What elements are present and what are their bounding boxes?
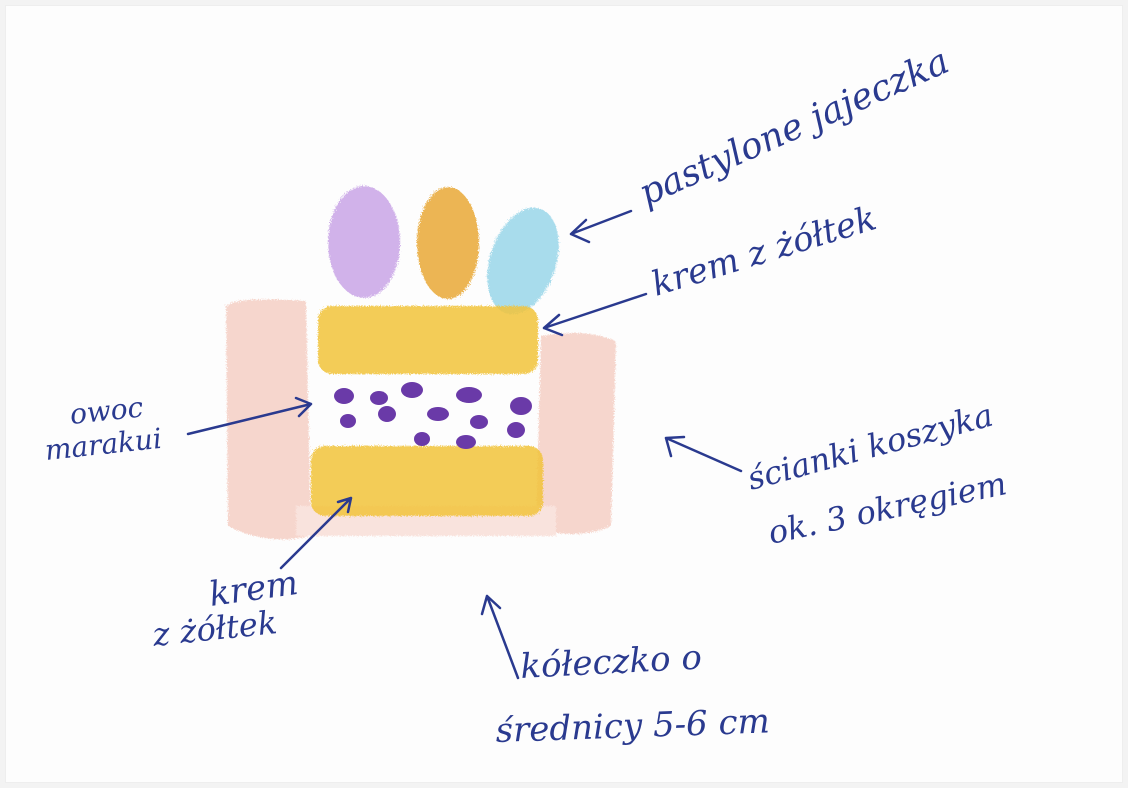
arrow-walls xyxy=(666,437,741,471)
seed xyxy=(470,415,488,429)
seed xyxy=(340,414,356,428)
seed xyxy=(334,388,354,404)
seed xyxy=(370,391,388,405)
seed xyxy=(427,407,449,421)
egg-group xyxy=(328,186,571,324)
seed xyxy=(414,432,430,446)
dessert-sketch: pastylone jajeczka krem z żółtek owoc ma… xyxy=(6,6,1122,782)
top-cream-layer xyxy=(318,306,538,374)
label-cream-top: krem z żółtek xyxy=(647,198,881,304)
label-cream-bottom-line2: z żółtek xyxy=(150,603,279,654)
orange-egg xyxy=(417,187,479,299)
label-base-line2: średnicy 5-6 cm xyxy=(495,701,770,751)
label-fruit-line2: marakui xyxy=(43,422,163,467)
seed xyxy=(507,422,525,438)
bottom-cream-layer xyxy=(311,446,543,516)
lilac-egg xyxy=(328,186,400,298)
blue-egg xyxy=(475,198,572,323)
seed xyxy=(510,397,532,415)
seed xyxy=(401,382,423,398)
passion-fruit-seeds xyxy=(334,382,532,449)
label-base-line1: kółeczko o xyxy=(519,638,702,687)
seed xyxy=(456,387,482,403)
seed xyxy=(378,406,396,422)
arrow-eggs xyxy=(571,211,631,242)
seed xyxy=(456,435,476,449)
arrow-cream-top xyxy=(544,294,646,335)
label-eggs: pastylone jajeczka xyxy=(633,41,955,214)
basket-wall-right xyxy=(536,333,616,534)
arrow-base xyxy=(482,596,518,678)
paper-sheet: pastylone jajeczka krem z żółtek owoc ma… xyxy=(6,6,1122,782)
basket-wall-left xyxy=(226,299,311,539)
